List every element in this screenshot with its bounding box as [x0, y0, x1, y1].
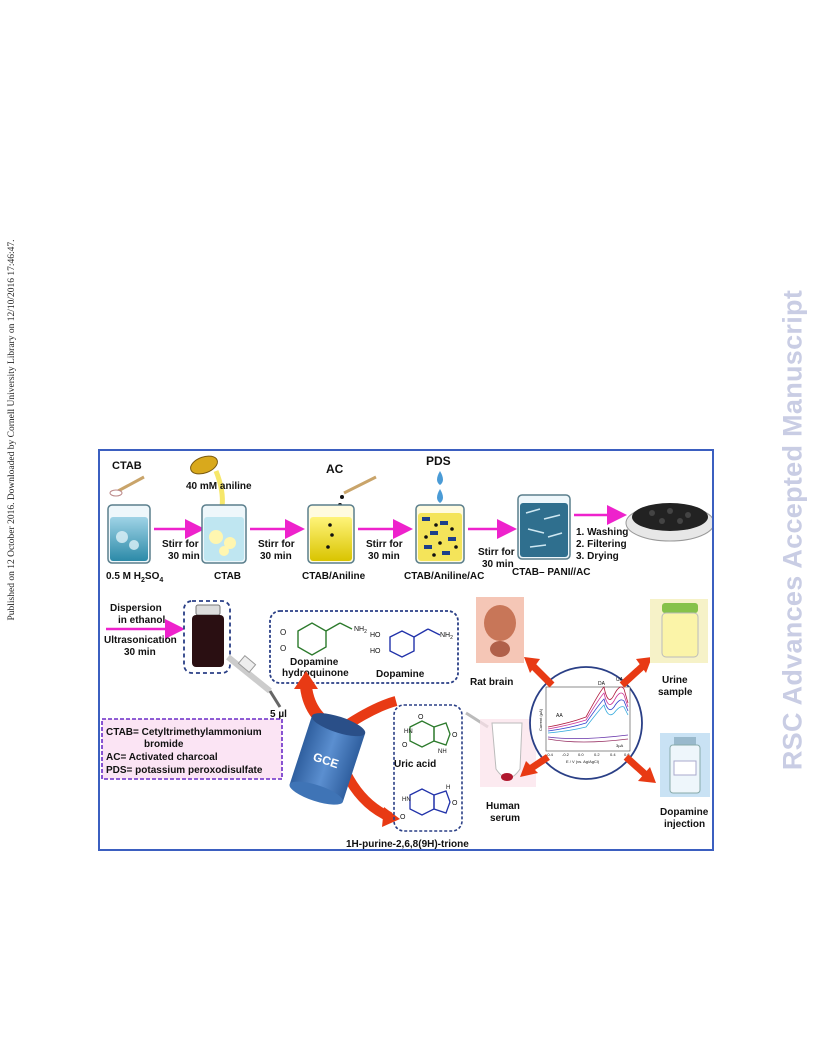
purine-h: H: [446, 785, 450, 791]
legend-pds: PDS= potassium peroxodisulfate: [106, 765, 263, 776]
publication-note: Published on 12 October 2016. Downloaded…: [3, 220, 21, 640]
beaker-ctab-aniline-label: CTAB/Aniline: [302, 571, 366, 582]
beaker-ctab-pani-ac: CTAB– PANI//AC: [512, 494, 591, 578]
volume-label: 5 µl: [270, 709, 287, 720]
voltammogram-circle: AA DA UA Current (µA) E / V (vs. Ag/AgCl…: [529, 666, 643, 780]
pipette: [226, 654, 282, 708]
red-arrow-to-purine: [341, 770, 393, 822]
aniline-drop: 40 mM aniline: [186, 455, 252, 508]
beaker-ctab-label: CTAB: [214, 571, 241, 582]
xtick-5: 0.4: [610, 752, 616, 757]
beaker-ctab-aniline-ac: CTAB/Aniline/AC: [404, 504, 484, 582]
uric-o-2: O: [402, 742, 408, 749]
uric-acid-box: O O O HN NH Uric acid HN H O O: [393, 704, 463, 832]
ctab-spatula: CTAB: [109, 460, 145, 497]
quinone-nh2: NH2: [354, 626, 367, 635]
uric-o-1: O: [418, 714, 424, 721]
uric-acid-label: Uric acid: [394, 759, 436, 770]
rat-brain: Rat brain: [470, 597, 524, 688]
xtick-3: 0.0: [578, 752, 584, 757]
beaker-ctab: CTAB: [201, 504, 247, 582]
purine-o-2: O: [400, 814, 406, 821]
dopamine-ho-2: HO: [370, 648, 381, 655]
beaker-h2so4: 0.5 M H2SO4: [106, 504, 163, 584]
quinone-o-2: O: [280, 644, 286, 653]
legend-ac: AC= Activated charcoal: [106, 752, 218, 763]
uric-hn: HN: [404, 729, 413, 735]
xtick-2: -0.2: [562, 752, 570, 757]
xtick-6: 0.6: [624, 752, 630, 757]
xtick-4: 0.2: [594, 752, 600, 757]
gce-electrode: GCE: [289, 713, 366, 805]
dopamine-nh2: NH2: [440, 632, 453, 641]
purine-label: 1H-purine-2,6,8(9H)-trione: [346, 839, 469, 849]
manuscript-watermark: RSC Advances Accepted Manuscript: [770, 250, 816, 810]
quinone-o-1: O: [280, 628, 286, 637]
sample-arrows: [520, 657, 656, 783]
legend-ctab: CTAB= Cetyltrimethylammonium: [106, 727, 262, 738]
dopamine-label: Dopamine: [376, 669, 425, 680]
uric-nh: NH: [438, 749, 447, 755]
peak-aa: AA: [556, 713, 563, 719]
watermark-text: RSC Advances Accepted Manuscript: [777, 289, 808, 771]
beaker-h2so4-label: 0.5 M H2SO4: [106, 571, 163, 584]
aniline-label: 40 mM aniline: [186, 481, 252, 492]
purine-hn: HN: [402, 797, 411, 803]
ac-label: AC: [326, 462, 344, 476]
pds-label: PDS: [426, 454, 451, 468]
scale-bar: 3µA: [616, 743, 624, 748]
beaker-ctab-pani-ac-label: CTAB– PANI//AC: [512, 567, 591, 578]
peak-da: DA: [598, 681, 606, 687]
rat-brain-label: Rat brain: [470, 677, 513, 688]
voltammogram-xlabel: E / V (vs. Ag/AgCl): [566, 759, 600, 764]
product-dish: [625, 503, 712, 542]
peak-ua: UA: [616, 677, 624, 683]
dopamine-ho-1: HO: [370, 632, 381, 639]
purine-o-1: O: [452, 800, 458, 807]
uric-o-3: O: [452, 732, 458, 739]
ctab-spatula-label: CTAB: [112, 460, 142, 472]
pds-drop: PDS: [426, 454, 451, 503]
abbreviation-legend: CTAB= Cetyltrimethylammonium bromide AC=…: [101, 718, 283, 780]
beaker-ctab-aniline-ac-label: CTAB/Aniline/AC: [404, 571, 484, 582]
publication-note-text: Published on 12 October 2016. Downloaded…: [7, 239, 17, 621]
dispersion-vial: [183, 600, 231, 674]
beaker-ctab-aniline: CTAB/Aniline: [302, 504, 366, 582]
xtick-1: -0.4: [546, 752, 554, 757]
legend-ctab-cont: bromide: [144, 739, 184, 750]
voltammogram-ylabel: Current (µA): [538, 708, 543, 731]
